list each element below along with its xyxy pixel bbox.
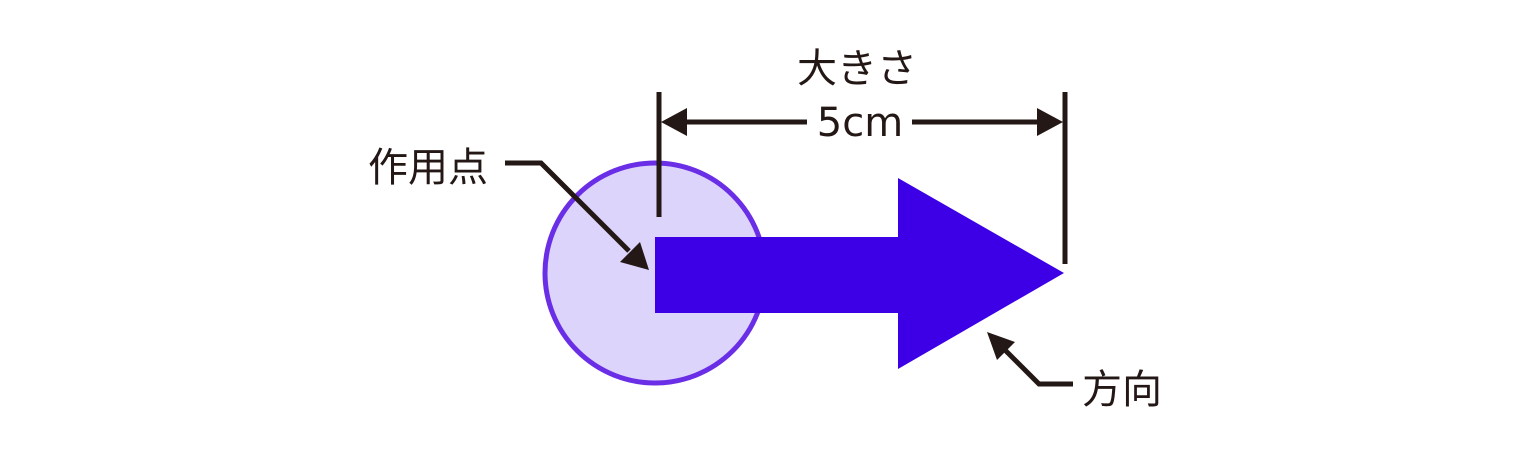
- length-value-label: 5cm: [817, 100, 903, 146]
- force-arrow: [655, 178, 1064, 369]
- point-of-application-label: 作用点: [368, 145, 488, 191]
- magnitude-label: 大きさ: [797, 46, 917, 92]
- dimension-arrowhead-right: [1037, 108, 1063, 136]
- application-leader-arrowhead: [620, 242, 649, 270]
- direction-leader-arrowhead: [987, 332, 1015, 360]
- direction-leader-line: [999, 344, 1073, 387]
- application-leader-line: [505, 160, 631, 253]
- dimension-arrowhead-left: [661, 108, 687, 136]
- direction-label: 方向: [1082, 367, 1162, 413]
